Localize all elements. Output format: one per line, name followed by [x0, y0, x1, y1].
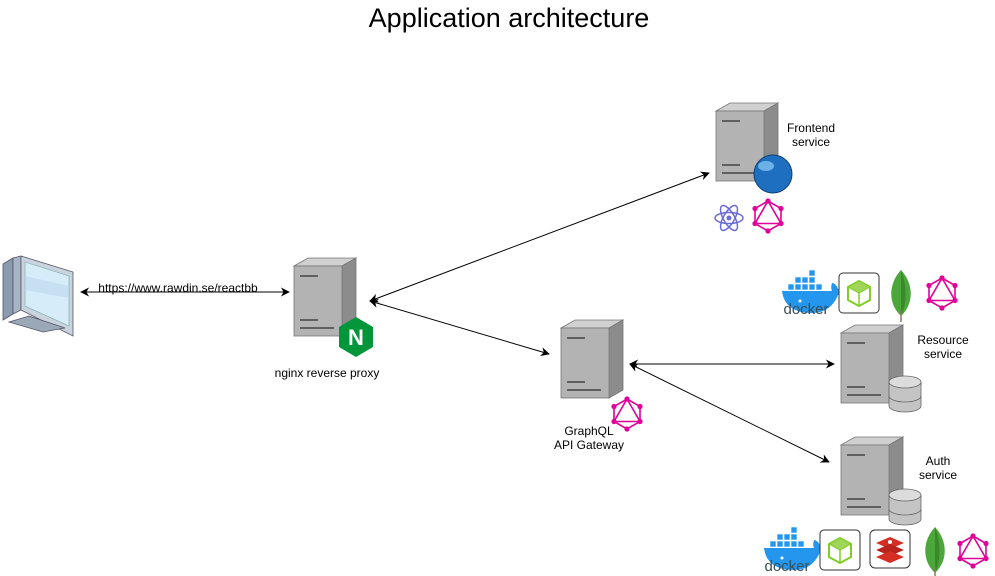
- graphql-icon: [610, 395, 644, 433]
- client-url-label: https://www.rawdin.se/reactbb: [98, 281, 258, 295]
- mongodb-icon: [890, 269, 912, 323]
- nginx-frontend-connection: [369, 171, 710, 303]
- diagram-title: Application architecture: [369, 3, 650, 33]
- resource-tech-stack: docker: [781, 269, 959, 323]
- desktop-computer-icon: [2, 255, 74, 337]
- nginx-server: N nginx reverse proxy: [275, 257, 380, 380]
- frontend-label-line2: service: [792, 135, 830, 149]
- gateway-server: GraphQL API Gateway: [554, 319, 644, 452]
- frontend-server: Frontend service: [714, 102, 835, 235]
- docker-logo-text: docker: [783, 301, 828, 318]
- graphql-icon: [925, 274, 959, 312]
- database-icon: [888, 375, 922, 413]
- react-icon: [714, 204, 744, 232]
- redis-icon: [869, 529, 911, 569]
- nginx-icon: N: [339, 317, 373, 357]
- docker-icon: docker: [763, 526, 830, 575]
- gateway-auth-connection: [629, 363, 830, 463]
- resource-label-line1: Resource: [917, 333, 969, 347]
- mongodb-icon: [924, 526, 946, 576]
- database-icon: [888, 488, 922, 526]
- nginx-logo-letter: N: [348, 325, 364, 350]
- connections: [80, 171, 835, 463]
- globe-icon: [753, 154, 793, 194]
- docker-icon: docker: [781, 269, 848, 318]
- resource-server: Resource service: [840, 324, 969, 413]
- auth-label-line1: Auth: [926, 454, 951, 468]
- auth-server: Auth service: [840, 436, 957, 526]
- resource-label-line2: service: [924, 347, 962, 361]
- auth-tech-stack: docker: [763, 526, 990, 576]
- graphql-icon: [751, 197, 785, 235]
- gateway-label-line2: API Gateway: [554, 438, 624, 452]
- server-icon: [560, 319, 624, 399]
- frontend-label-line1: Frontend: [787, 121, 835, 135]
- nodejs-icon: [819, 529, 861, 571]
- docker-logo-text: docker: [764, 558, 809, 575]
- nodejs-icon: [838, 272, 880, 314]
- nginx-gateway-connection: [369, 298, 550, 357]
- nginx-label: nginx reverse proxy: [275, 366, 380, 380]
- gateway-label-line1: GraphQL: [564, 424, 614, 438]
- auth-label-line2: service: [919, 468, 957, 482]
- graphql-icon: [956, 532, 990, 570]
